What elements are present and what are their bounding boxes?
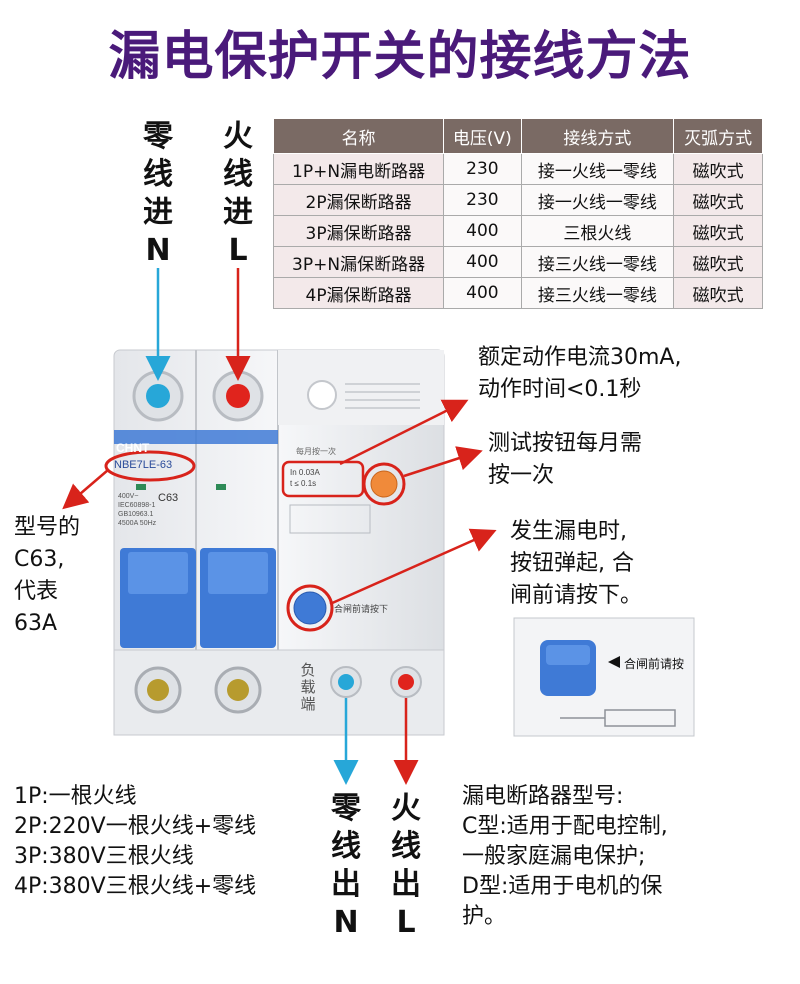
- cell: 三根火线: [520, 215, 675, 247]
- spec-table: 名称 电压(V) 接线方式 灭弧方式 1P+N漏电断路器 230 接一火线一零线…: [272, 118, 763, 309]
- spec-line: 4500A 50Hz: [118, 520, 157, 527]
- cell: 1P+N漏电断路器: [272, 153, 445, 185]
- label-char: N: [145, 233, 171, 268]
- label-char: 进: [143, 195, 173, 230]
- label-char: 线: [143, 157, 173, 192]
- spec-line: 400V~: [118, 493, 139, 500]
- inset-label: 合闸前请按: [624, 657, 685, 671]
- label-char: N: [333, 905, 359, 940]
- note-line: 按一次: [488, 463, 555, 488]
- note-line: C63,: [14, 547, 65, 572]
- test-button: [370, 470, 398, 498]
- test-header: 每月按一次: [296, 447, 336, 456]
- label-char: 火: [223, 119, 253, 154]
- label-char: 零: [331, 791, 361, 826]
- reset-label: 合闸前请按下: [334, 605, 389, 615]
- legend-line: 3P:380V三根火线: [14, 844, 194, 869]
- cell: 230: [443, 184, 522, 216]
- note-line: 闸前请按下。: [510, 583, 643, 608]
- note-line: 额定动作电流30mA,: [478, 345, 682, 370]
- note-line: 63A: [14, 611, 58, 636]
- label-char: 火: [391, 791, 421, 826]
- neutral-out-label: 零 线 出 N: [324, 790, 368, 942]
- spec-line: IEC60898-1: [118, 502, 156, 509]
- cell: 2P漏保断路器: [272, 184, 445, 216]
- device-rating: C63: [158, 492, 179, 504]
- cell: 接三火线一零线: [520, 246, 675, 278]
- cell: 400: [443, 246, 522, 278]
- model-note: 型号的 C63, 代表 63A: [14, 512, 80, 640]
- label-char: 零: [143, 119, 173, 154]
- cell: 磁吹式: [673, 277, 763, 309]
- spec-line: t ≤ 0.1s: [290, 479, 317, 488]
- note-line: 测试按钮每月需: [488, 431, 643, 456]
- label-char: 线: [223, 157, 253, 192]
- legend-line: 漏电断路器型号:: [462, 784, 624, 809]
- type-legend: 漏电断路器型号: C型:适用于配电控制, 一般家庭漏电保护; D型:适用于电机的…: [462, 782, 668, 932]
- label-char: L: [396, 905, 416, 940]
- indicator-window: [307, 380, 337, 410]
- test-spec: In 0.03A t ≤ 0.1s: [290, 467, 320, 489]
- neutral-in-label: 零 线 进 N: [136, 118, 180, 270]
- label-char: 负: [300, 661, 316, 679]
- note-line: 型号的: [14, 515, 81, 540]
- table-row: 4P漏保断路器 400 接三火线一零线 磁吹式: [272, 277, 763, 309]
- legend-line: 一般家庭漏电保护;: [462, 844, 646, 869]
- label-char: 载: [300, 678, 316, 696]
- table-header-row: 名称 电压(V) 接线方式 灭弧方式: [272, 118, 763, 154]
- label-char: 出: [391, 867, 421, 902]
- spec-line: GB10963.1: [118, 511, 154, 518]
- load-label: 负 载 端: [298, 662, 318, 713]
- label-char: 线: [331, 829, 361, 864]
- label-char: 端: [300, 695, 316, 713]
- legend-line: C型:适用于配电控制,: [462, 814, 668, 839]
- cell: 磁吹式: [673, 215, 763, 247]
- pole-legend: 1P:一根火线 2P:220V一根火线+零线 3P:380V三根火线 4P:38…: [14, 782, 256, 902]
- device-model: NBE7LE-63: [114, 459, 173, 471]
- cell: 磁吹式: [673, 153, 763, 185]
- cell: 3P+N漏保断路器: [272, 246, 445, 278]
- cell: 3P漏保断路器: [272, 215, 445, 247]
- legend-line: 1P:一根火线: [14, 784, 137, 809]
- note-line: 发生漏电时,: [510, 519, 627, 544]
- spec-line: In 0.03A: [290, 468, 320, 477]
- reset-button: [293, 591, 327, 625]
- legend-line: 4P:380V三根火线+零线: [14, 874, 257, 899]
- table-row: 3P+N漏保断路器 400 接三火线一零线 磁吹式: [272, 246, 763, 278]
- note-line: 动作时间<0.1秒: [478, 377, 642, 402]
- label-char: L: [228, 233, 248, 268]
- rated-current-note: 额定动作电流30mA, 动作时间<0.1秒: [478, 342, 681, 406]
- legend-line: 护。: [462, 904, 507, 929]
- cell: 磁吹式: [673, 246, 763, 278]
- col-header: 名称: [272, 118, 445, 154]
- cell: 400: [443, 277, 522, 309]
- cell: 接三火线一零线: [520, 277, 675, 309]
- col-header: 灭弧方式: [673, 118, 763, 154]
- col-header: 电压(V): [443, 118, 522, 154]
- test-button-note: 测试按钮每月需 按一次: [488, 428, 642, 492]
- page-title: 漏电保护开关的接线方法: [108, 27, 692, 87]
- label-char: 出: [331, 867, 361, 902]
- note-line: 代表: [14, 579, 59, 604]
- cell: 磁吹式: [673, 184, 763, 216]
- note-line: 按钮弹起, 合: [510, 551, 634, 576]
- legend-line: D型:适用于电机的保: [462, 874, 663, 899]
- table-row: 3P漏保断路器 400 三根火线 磁吹式: [272, 215, 763, 247]
- legend-line: 2P:220V一根火线+零线: [14, 814, 257, 839]
- device-specs: 400V~ IEC60898-1 GB10963.1 4500A 50Hz: [118, 492, 156, 528]
- live-in-label: 火 线 进 L: [216, 118, 260, 270]
- label-char: 进: [223, 195, 253, 230]
- label-char: 线: [391, 829, 421, 864]
- brand-logo: CHNT: [116, 441, 150, 455]
- live-out-label: 火 线 出 L: [384, 790, 428, 942]
- cell: 400: [443, 215, 522, 247]
- leak-trip-note: 发生漏电时, 按钮弹起, 合 闸前请按下。: [510, 516, 642, 612]
- col-header: 接线方式: [520, 118, 675, 154]
- cell: 4P漏保断路器: [272, 277, 445, 309]
